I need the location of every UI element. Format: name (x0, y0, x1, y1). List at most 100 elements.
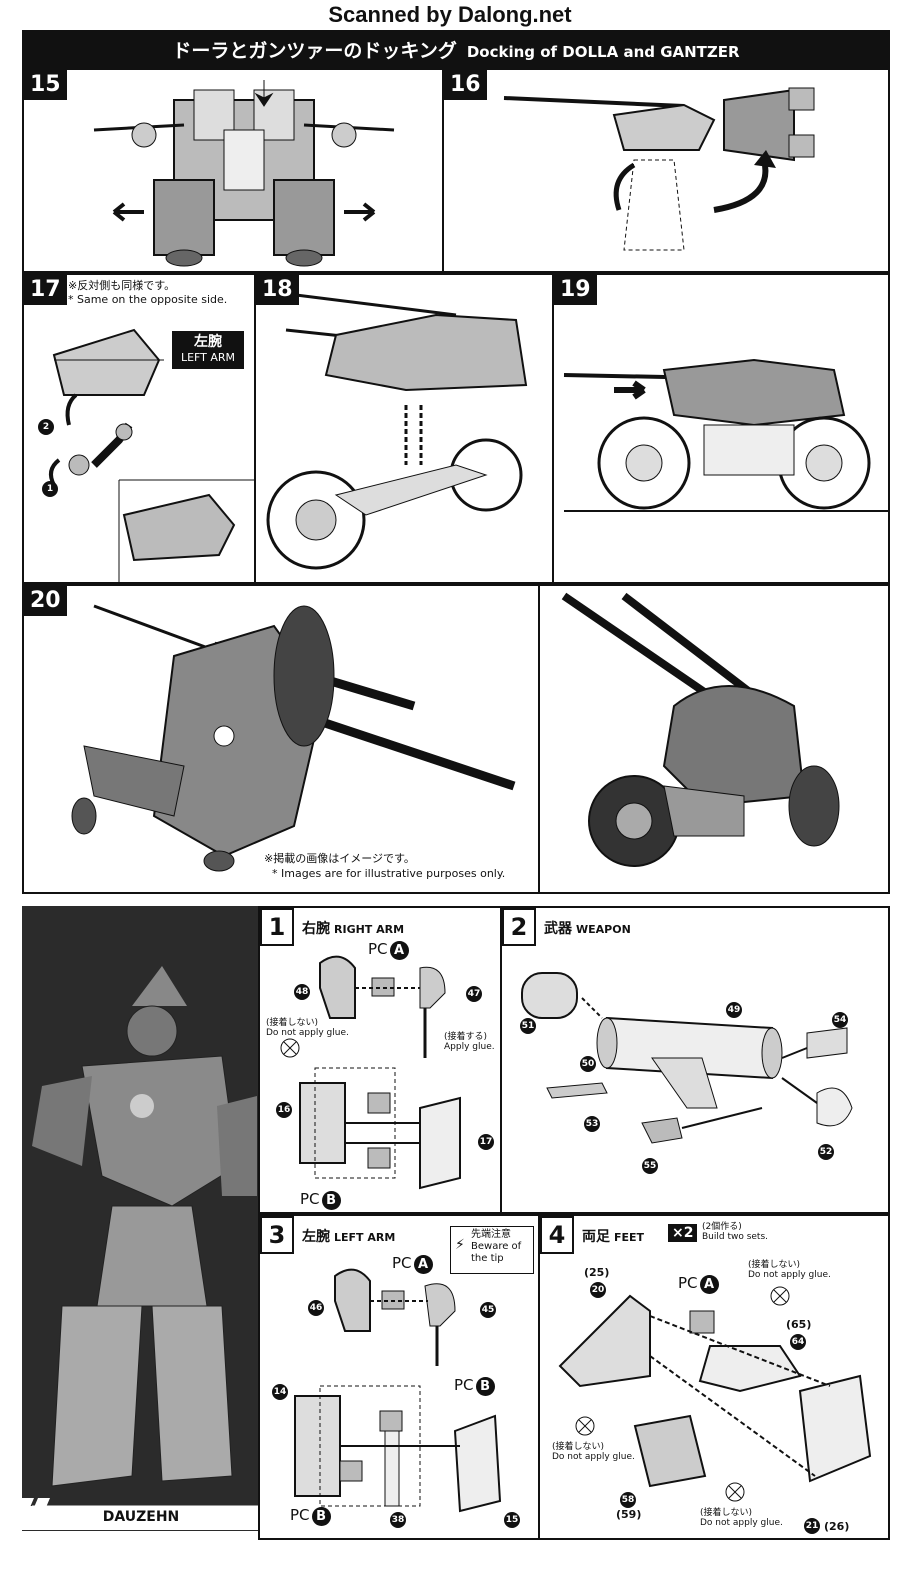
pc-text: PC (300, 1190, 320, 1208)
step-20-panel: 20 ※掲載の画像はイメージです。 * Images are for illus… (22, 584, 890, 894)
part-number: 49 (726, 1002, 742, 1018)
part-number-paren: (25) (584, 1266, 610, 1279)
order-0-badge: 1 (42, 481, 58, 497)
apply-glue-ja: (接着する) (444, 1032, 488, 1042)
part-number: 21 (804, 1518, 820, 1534)
step-number: 20 (24, 586, 67, 616)
step-number: 16 (444, 70, 487, 100)
scan-credit: Scanned by Dalong.net (328, 2, 572, 27)
pc-letter: B (311, 1507, 331, 1526)
build-two-en: Build two sets. (702, 1232, 769, 1242)
no-glue-note-2: (接着しない)Do not apply glue. (552, 1442, 635, 1462)
step-number: 19 (554, 275, 597, 305)
step-number: 17 (24, 275, 67, 305)
pc-text: PC (454, 1376, 474, 1394)
step-20-note-ja: ※掲載の画像はイメージです。 (264, 852, 415, 865)
no-glue-en: Do not apply glue. (552, 1452, 635, 1462)
part-number: 14 (272, 1384, 288, 1400)
step-header-ja: 武器 (544, 921, 572, 937)
tip-en-1: Beware of (471, 1241, 522, 1252)
part-number: 17 (478, 1134, 494, 1150)
left-arm-illustration (294, 1268, 502, 1513)
left-arm-tag: 左腕 LEFT ARM (172, 331, 244, 369)
no-glue-note-3: (接着しない)Do not apply glue. (700, 1508, 783, 1528)
step-header-ja: 両足 (582, 1229, 610, 1245)
step-number: 4 (540, 1216, 574, 1254)
no-glue-ja: (接着しない) (552, 1442, 605, 1452)
step-16-panel: 16 (442, 68, 890, 273)
left-arm-tag-ja: 左腕 (194, 334, 222, 350)
dauzehn-figure-image (22, 906, 260, 1531)
pc-letter: A (699, 1275, 719, 1294)
part-number: 45 (480, 1302, 496, 1318)
step-19-illustration (563, 358, 888, 512)
no-glue-en: Do not apply glue. (748, 1270, 831, 1280)
step-18-illustration (266, 293, 528, 570)
part-number: 38 (390, 1512, 406, 1528)
order-1-badge: 2 (38, 419, 54, 435)
no-glue-ja: (接着しない) (748, 1260, 801, 1270)
tip-en-2: the tip (471, 1253, 504, 1264)
step-17-note-ja: ※反対側も同様です。 (68, 279, 176, 292)
feet-illustration (558, 1286, 872, 1502)
step-number: 15 (24, 70, 67, 100)
warning-spark-icon: ⚡ (455, 1237, 465, 1253)
step-16-illustration (503, 87, 815, 251)
part-number-paren: (59) (616, 1508, 642, 1521)
no-glue-en: Do not apply glue. (700, 1518, 783, 1528)
part-number-paren: (26) (824, 1520, 850, 1533)
part-number: 55 (642, 1158, 658, 1174)
part-number: 48 (294, 984, 310, 1000)
build-two-note: (2個作る)Build two sets. (702, 1222, 768, 1242)
model-name: DAUZEHN (102, 1509, 180, 1525)
part-number: 54 (832, 1012, 848, 1028)
no-glue-en: Do not apply glue. (266, 1028, 349, 1038)
dauzehn-side-panel: DAUZEHN (22, 906, 260, 1531)
step-15-panel: 15 (22, 68, 444, 273)
step-17-note-en: * Same on the opposite side. (68, 293, 228, 306)
part-number: 16 (276, 1102, 292, 1118)
part-number: 53 (584, 1116, 600, 1132)
no-glue-note: (接着しない)Do not apply glue. (266, 1018, 349, 1038)
pc-letter: A (413, 1255, 433, 1274)
step-15-illustration (93, 80, 395, 267)
step-header-en: LEFT ARM (334, 1231, 396, 1244)
step-18-panel: 18 (254, 273, 554, 584)
step-17-panel: 17 ※反対側も同様です。 * Same on the opposite sid… (22, 273, 256, 584)
build-two-ja: (2個作る) (702, 1222, 742, 1232)
step-17-illustration (48, 328, 254, 582)
pc-text: PC (368, 940, 388, 958)
part-number: 52 (818, 1144, 834, 1160)
pc-letter: B (321, 1191, 341, 1210)
part-number: 64 (790, 1334, 806, 1350)
part-number: 50 (580, 1056, 596, 1072)
pc-letter: A (389, 941, 409, 960)
step-19-panel: 19 (552, 273, 890, 584)
right-arm-illustration (280, 955, 461, 1190)
tip-ja: 先端注意 (471, 1229, 511, 1240)
part-number: 51 (520, 1018, 536, 1034)
step-header-ja: 左腕 (302, 1229, 330, 1245)
step-number: 2 (502, 908, 536, 946)
pc-text: PC (678, 1274, 698, 1292)
step-header-ja: 右腕 (302, 921, 330, 937)
name-plate: DAUZEHN (22, 1506, 260, 1530)
step-header-en: RIGHT ARM (334, 923, 405, 936)
apply-glue-note: (接着する)Apply glue. (444, 1032, 495, 1052)
part-number-paren: (65) (786, 1318, 812, 1331)
apply-glue-en: Apply glue. (444, 1042, 495, 1052)
pc-text: PC (392, 1254, 412, 1272)
step-header: 左腕 LEFT ARM (302, 1226, 395, 1246)
title-en: Docking of DOLLA and GANTZER (466, 43, 740, 61)
